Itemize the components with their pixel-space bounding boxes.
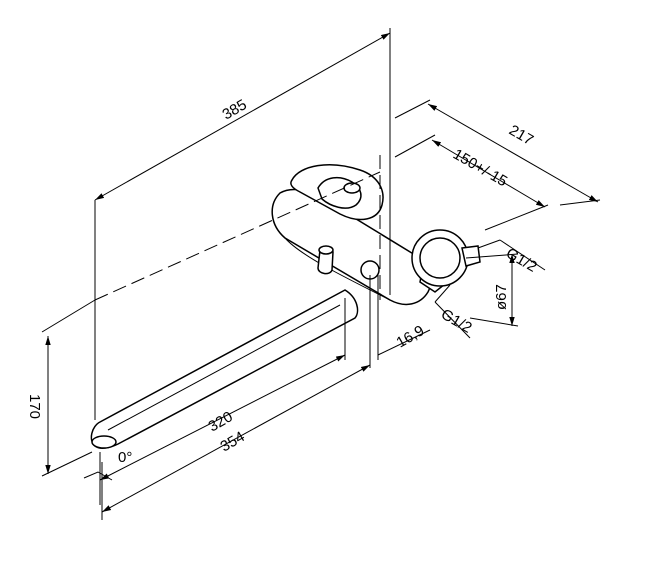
label-spout-height: 170: [26, 394, 43, 419]
label-spout-inner: 320: [206, 408, 236, 435]
faucet-illustration: [90, 164, 481, 449]
dimension-labels: 385 217 150+/-15 G1/2 ø67 G1/2 16,9 170 …: [26, 96, 540, 466]
dimension-lines: [41, 28, 601, 520]
label-offset: 16,9: [394, 322, 428, 351]
label-spout-angle: 0°: [118, 449, 132, 466]
label-spout-outer: 354: [218, 428, 248, 455]
label-flange-diameter: ø67: [493, 284, 510, 310]
diverter-knob: [317, 249, 334, 275]
label-depth: 217: [506, 122, 536, 149]
label-thread-lower: G1/2: [438, 306, 475, 337]
label-center-distance: 150+/-15: [450, 146, 510, 191]
label-thread-upper: G1/2: [503, 245, 540, 276]
label-overall-length: 385: [220, 96, 250, 123]
